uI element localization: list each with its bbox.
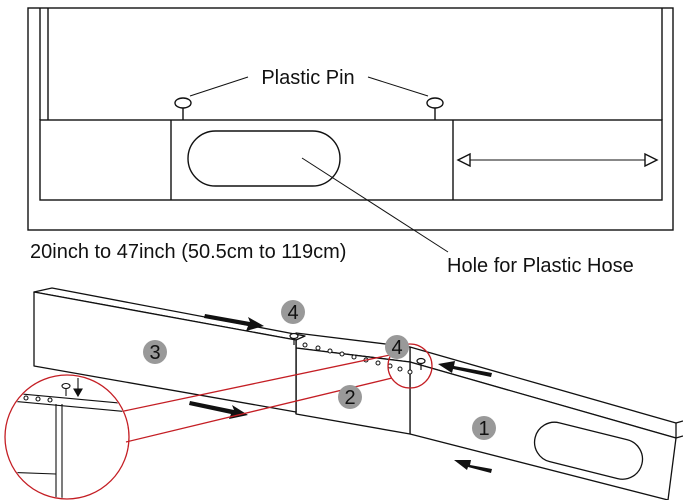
width-arrow-head-right	[644, 152, 659, 168]
panel-1-hose-hole	[533, 421, 644, 480]
badge-panel-3: 3	[143, 340, 167, 364]
width-range-label: 20inch to 47inch (50.5cm to 119cm)	[30, 241, 346, 263]
panel-3	[33, 287, 306, 413]
badge-screw-right: 4	[385, 335, 409, 359]
hose-leader	[301, 157, 449, 253]
screw-icon-left	[289, 332, 299, 345]
push-arrow-bottom-left	[189, 401, 248, 419]
plastic-pin-left	[174, 97, 192, 109]
svg-text:4: 4	[287, 302, 298, 324]
svg-text:2: 2	[344, 387, 355, 409]
svg-text:1: 1	[478, 418, 489, 440]
pin-leader-left	[189, 76, 249, 97]
plastic-pin-right	[426, 97, 444, 109]
push-arrow-right-top	[438, 361, 492, 377]
badge-panel-1: 1	[472, 416, 496, 440]
hose-hole	[187, 130, 341, 187]
badge-panel-2: 2	[338, 385, 362, 409]
screw-icon-right	[416, 357, 426, 370]
screw-hole-row	[302, 342, 413, 375]
zoom-detail-circle	[4, 374, 130, 500]
width-arrow-head-left	[456, 152, 471, 168]
push-arrow-right-bottom	[454, 460, 492, 473]
badge-screw-left: 4	[281, 300, 305, 324]
svg-text:4: 4	[391, 337, 402, 359]
svg-text:3: 3	[149, 342, 160, 364]
window-frame-outer	[27, 7, 674, 231]
plastic-pin-label: Plastic Pin	[261, 67, 354, 89]
push-arrow-top-left	[204, 314, 264, 331]
window-slider-panel	[39, 119, 663, 201]
zoom-leader-top	[123, 354, 391, 412]
zoom-source-circle	[387, 343, 433, 389]
hose-hole-label: Hole for Plastic Hose	[447, 255, 634, 277]
pin-leader-right	[367, 76, 429, 97]
window-frame-view	[27, 7, 674, 253]
